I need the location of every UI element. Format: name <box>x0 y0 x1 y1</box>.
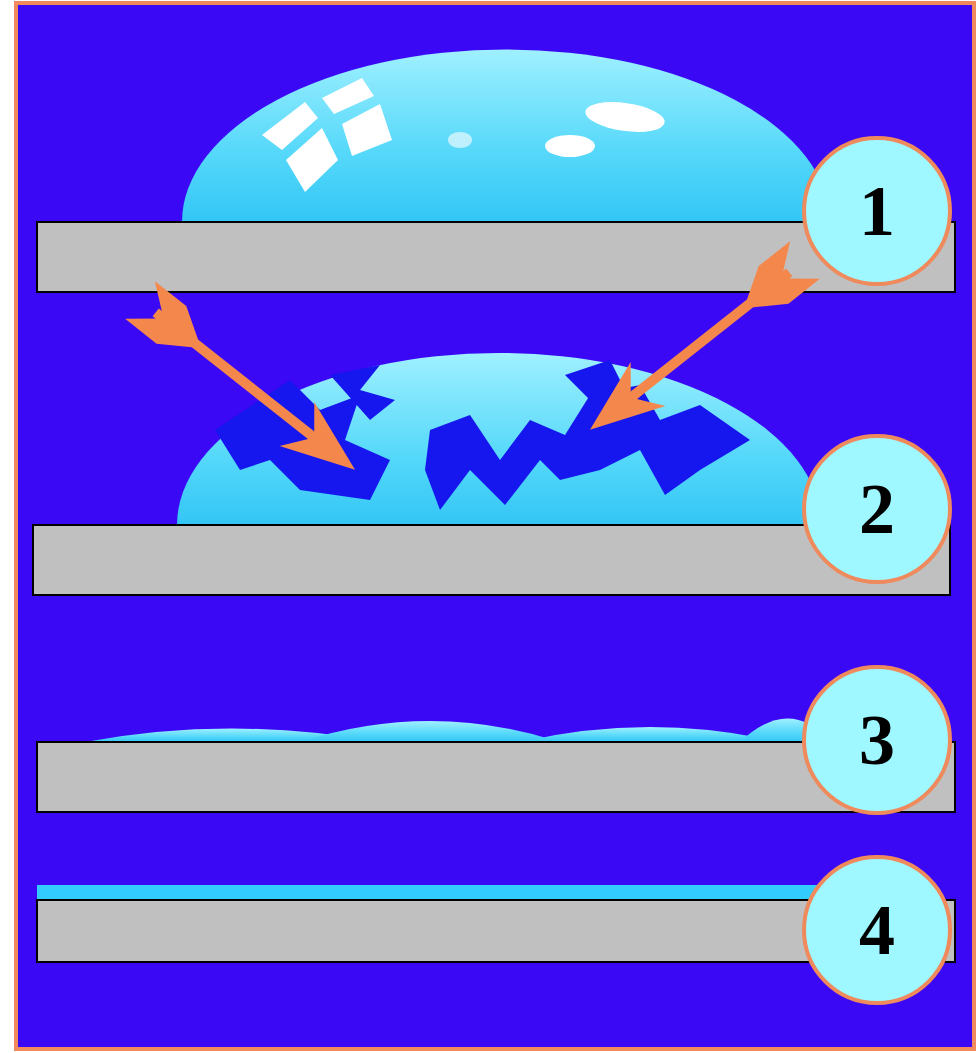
water-drop <box>182 49 830 222</box>
energy-arrow <box>123 278 373 492</box>
reflection <box>262 78 667 192</box>
step-circle: 2 <box>802 434 952 584</box>
callout-number: 3 <box>859 704 895 776</box>
energy-arrow <box>573 238 823 452</box>
step-circle: 3 <box>802 665 952 815</box>
crack <box>215 360 750 510</box>
callout-number: 1 <box>859 175 895 247</box>
water-drop <box>177 353 821 525</box>
frame <box>16 3 974 1049</box>
step-circle: 1 <box>802 136 952 286</box>
step-circle: 4 <box>802 855 952 1005</box>
spread-drops <box>85 719 830 743</box>
callout-number: 2 <box>859 473 895 545</box>
water-film <box>37 885 817 900</box>
callout-number: 4 <box>859 894 895 966</box>
